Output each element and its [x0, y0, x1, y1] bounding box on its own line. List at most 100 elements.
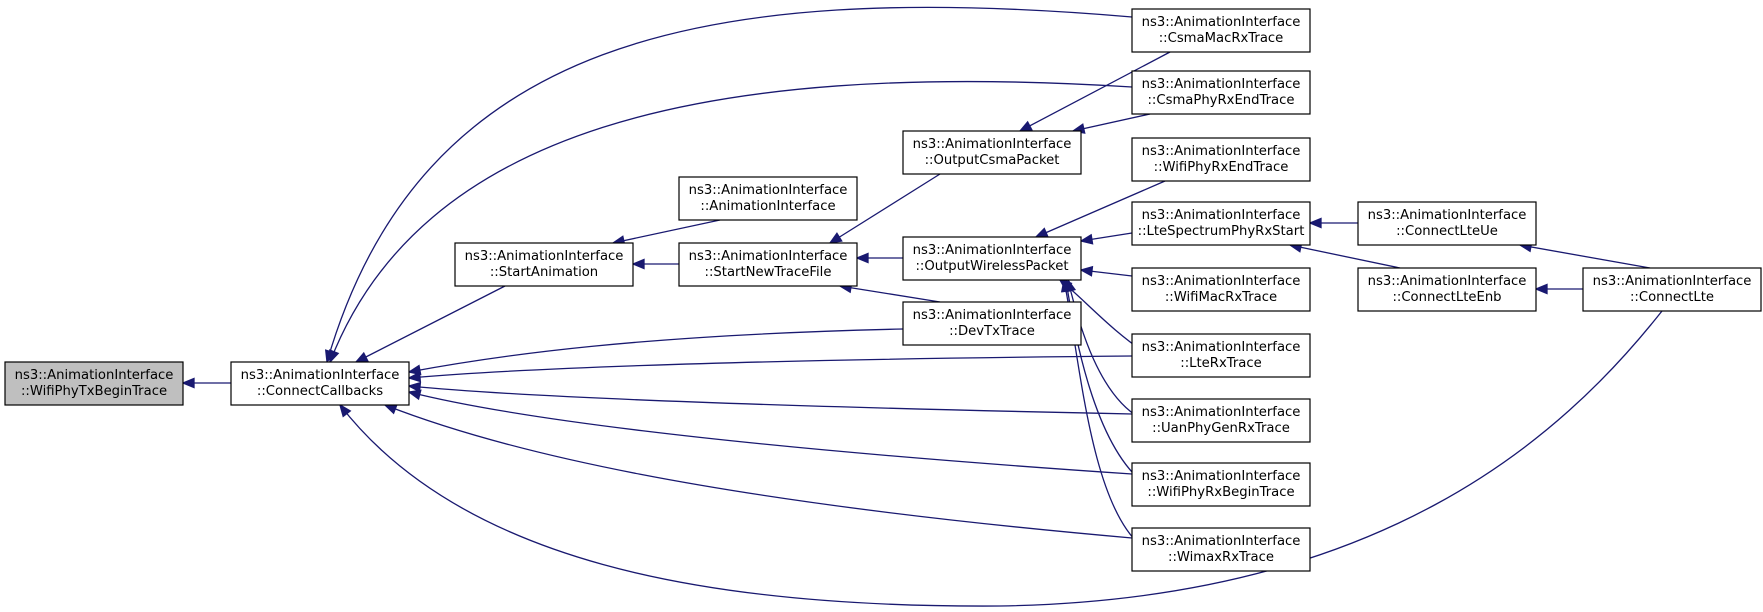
node-box [902, 236, 1082, 281]
edge-connectlte-to-connectlteenb [1534, 283, 1583, 295]
edge-arrowhead [1534, 283, 1548, 295]
node-box [1131, 462, 1311, 507]
node-box [1131, 267, 1311, 312]
edge-line [839, 285, 941, 303]
edge-uanphygenrxtrace-to-outputwirelesspacket [1065, 278, 1141, 419]
node-box [4, 361, 184, 406]
edge-arrowhead [354, 351, 369, 363]
edge-line [408, 391, 1133, 475]
node-ltespectrumphyrxstart[interactable]: ns3::AnimationInterface::LteSpectrumPhyR… [1131, 201, 1311, 246]
edge-connectlteenb-to-ltespectrumphyrxstart [1288, 242, 1401, 269]
nodes-layer: ns3::AnimationInterface::WifiPhyTxBeginT… [4, 8, 1762, 572]
node-label-line1: ns3::AnimationInterface [1142, 274, 1301, 289]
edge-arrowhead [407, 371, 422, 383]
node-wifiphyrxbegintrace[interactable]: ns3::AnimationInterface::WifiPhyRxBeginT… [1131, 462, 1311, 507]
node-devtxtrace[interactable]: ns3::AnimationInterface::DevTxTrace [902, 301, 1082, 346]
node-wifimacrxtrace[interactable]: ns3::AnimationInterface::WifiMacRxTrace [1131, 267, 1311, 312]
node-label-line1: ns3::AnimationInterface [1142, 144, 1301, 159]
node-uanphygenrxtrace[interactable]: ns3::AnimationInterface::UanPhyGenRxTrac… [1131, 398, 1311, 443]
node-label-line2: ::WifiPhyRxEndTrace [1154, 160, 1289, 175]
node-box [678, 176, 858, 221]
node-label-line1: ns3::AnimationInterface [689, 183, 848, 198]
node-startanimation[interactable]: ns3::AnimationInterface::StartAnimation [454, 242, 634, 287]
edge-arrowhead [1018, 120, 1033, 132]
node-label-line2: ::StartNewTraceFile [705, 265, 832, 280]
edge-connectlteue-to-ltespectrumphyrxstart [1308, 217, 1358, 229]
edge-line [1035, 180, 1166, 238]
node-label-line1: ns3::AnimationInterface [1142, 77, 1301, 92]
node-box [454, 242, 634, 287]
edge-line [329, 80, 1133, 363]
node-label-line2: ::ConnectLte [1630, 290, 1714, 305]
node-label-line2: ::WifiPhyTxBeginTrace [21, 384, 167, 399]
node-connectcallbacks[interactable]: ns3::AnimationInterface::ConnectCallback… [230, 361, 410, 406]
edge-connectlte-to-connectlteue [1518, 241, 1651, 269]
node-csmamacrxtrace[interactable]: ns3::AnimationInterface::CsmaMacRxTrace [1131, 8, 1311, 53]
node-wifiphytxbegin[interactable]: ns3::AnimationInterface::WifiPhyTxBeginT… [4, 361, 184, 406]
edge-arrowhead [828, 232, 843, 244]
node-label-line1: ns3::AnimationInterface [1142, 405, 1301, 420]
node-label-line1: ns3::AnimationInterface [1368, 274, 1527, 289]
node-label-line2: ::StartAnimation [490, 265, 598, 280]
node-box [1131, 137, 1311, 182]
node-box [1357, 201, 1537, 246]
node-label-line2: ::UanPhyGenRxTrace [1152, 421, 1290, 436]
node-box [1131, 70, 1311, 115]
node-csmaphyrxendtrace[interactable]: ns3::AnimationInterface::CsmaPhyRxEndTra… [1131, 70, 1311, 115]
edge-connectcallbacks-to-wifiphytxbegin [181, 377, 231, 389]
edge-lterxtrace-to-connectcallbacks [407, 355, 1133, 383]
edge-arrowhead [631, 258, 645, 270]
node-label-line1: ns3::AnimationInterface [1142, 208, 1301, 223]
node-label-line1: ns3::AnimationInterface [1368, 208, 1527, 223]
edge-arrowhead [181, 377, 195, 389]
node-box [1582, 267, 1762, 312]
edge-line [612, 219, 721, 244]
node-box [230, 361, 410, 406]
node-box [1131, 527, 1311, 572]
node-label-line2: ::OutputWirelessPacket [915, 259, 1068, 274]
node-connectlteue[interactable]: ns3::AnimationInterface::ConnectLteUe [1357, 201, 1537, 246]
edge-arrowhead [383, 404, 398, 415]
edge-line [1019, 51, 1171, 132]
node-label-line2: ::ConnectCallbacks [257, 384, 383, 399]
node-connectlte[interactable]: ns3::AnimationInterface::ConnectLte [1582, 267, 1762, 312]
node-outputwirelesspacket[interactable]: ns3::AnimationInterface::OutputWirelessP… [902, 236, 1082, 281]
node-animationinterface[interactable]: ns3::AnimationInterface::AnimationInterf… [678, 176, 858, 221]
node-label-line1: ns3::AnimationInterface [689, 249, 848, 264]
node-wimaxrxtrace[interactable]: ns3::AnimationInterface::WimaxRxTrace [1131, 527, 1311, 572]
edge-csmaphyrxendtrace-to-outputcsmapacket [1071, 113, 1151, 134]
edge-startanimation-to-connectcallbacks [354, 285, 506, 363]
edge-line [1067, 279, 1141, 419]
node-wifiphyrxendtrace[interactable]: ns3::AnimationInterface::WifiPhyRxEndTra… [1131, 137, 1311, 182]
edge-arrowhead [407, 389, 422, 401]
edge-outputcsmapacket-to-startnewtracefile [828, 173, 941, 244]
edge-csmaphyrxendtrace-to-connectcallbacks [329, 80, 1133, 364]
edge-arrowhead [855, 252, 869, 264]
edge-line [339, 310, 1663, 607]
node-label-line1: ns3::AnimationInterface [241, 368, 400, 383]
edge-arrowhead [329, 349, 340, 364]
node-lterxtrace[interactable]: ns3::AnimationInterface::LteRxTrace [1131, 333, 1311, 378]
edge-ltespectrumphyrxstart-to-outputwirelesspacket [1079, 232, 1133, 245]
node-label-line1: ns3::AnimationInterface [913, 308, 1072, 323]
edge-line [829, 173, 941, 244]
node-connectlteenb[interactable]: ns3::AnimationInterface::ConnectLteEnb [1357, 267, 1537, 312]
node-box [1357, 267, 1537, 312]
edge-arrowhead [407, 381, 422, 393]
node-label-line1: ns3::AnimationInterface [1593, 274, 1752, 289]
edge-startnewtracefile-to-startanimation [631, 258, 679, 270]
node-box [902, 130, 1082, 175]
edge-animationinterface-to-startanimation [611, 219, 721, 246]
node-label-line2: ::LteSpectrumPhyRxStart [1138, 224, 1305, 239]
edge-line [408, 385, 1133, 415]
edge-line [1519, 244, 1651, 269]
edge-wifimacrxtrace-to-outputwirelesspacket [1079, 265, 1133, 277]
edge-line [1072, 113, 1151, 132]
node-label-line2: ::WimaxRxTrace [1168, 550, 1274, 565]
node-startnewtracefile[interactable]: ns3::AnimationInterface::StartNewTraceFi… [678, 242, 858, 287]
edge-arrowhead [338, 403, 352, 418]
node-label-line2: ::OutputCsmaPacket [925, 153, 1060, 168]
node-outputcsmapacket[interactable]: ns3::AnimationInterface::OutputCsmaPacke… [902, 130, 1082, 175]
edge-wifiphyrxbegintrace-to-connectcallbacks [407, 389, 1133, 475]
